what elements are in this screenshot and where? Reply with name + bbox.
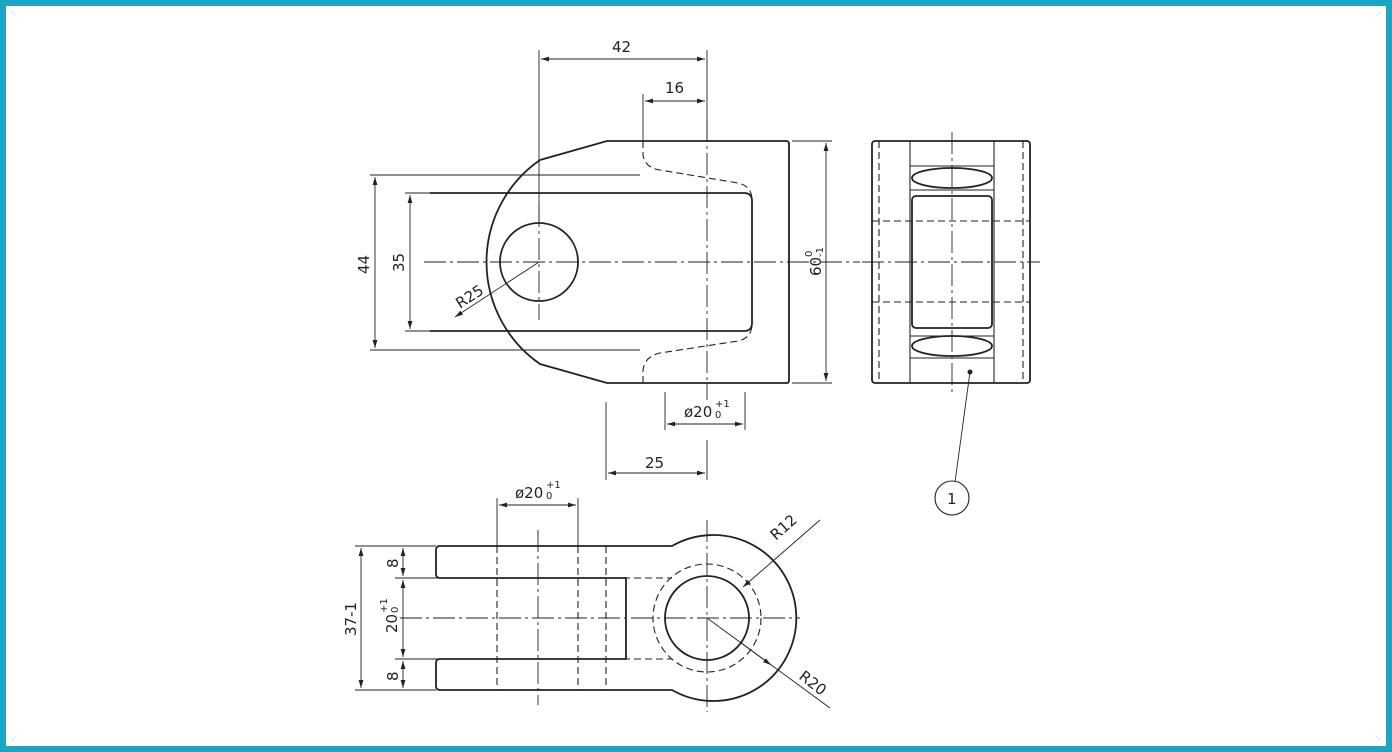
dim-44-label: 44 (355, 255, 373, 274)
dim-16-label: 16 (665, 79, 684, 97)
dim-35-label: 35 (390, 253, 408, 272)
dim-8-bottom-label: 8 (384, 671, 402, 681)
top-outline (435, 534, 798, 702)
dim-25-label: 25 (645, 454, 664, 472)
dim-20-group: 20 +1 0 (379, 598, 401, 633)
balloon-leader (954, 371, 971, 483)
balloon-circle (934, 480, 970, 516)
dim-phi1-tol-lo: 0 (715, 410, 721, 421)
balloon-label: 1 (947, 490, 957, 508)
front-hidden-bottom (642, 323, 753, 383)
dim-r20-label: R20 (796, 667, 830, 699)
dim-42-label: 42 (612, 38, 631, 56)
dim-r25-leader (454, 261, 540, 318)
side-view: 1 (862, 132, 1040, 516)
front-outline (485, 140, 790, 384)
dim-phi1-tol-up: +1 (715, 399, 730, 410)
dim-r12-label: R12 (767, 511, 801, 544)
dim-60-tol-lo: -1 (815, 247, 826, 257)
dim-8-top-label: 8 (384, 558, 402, 568)
dim-phi2-label: ø20 (515, 484, 543, 502)
front-hidden-top (642, 141, 753, 201)
dim-phi2-tol-lo: 0 (546, 491, 552, 502)
dim-r12-leader (742, 519, 821, 588)
dim-20-tol-up: +1 (379, 598, 390, 613)
dim-37-label: 37-1 (342, 602, 360, 636)
dim-phi1-label: ø20 (684, 403, 712, 421)
dim-60-tol-up: 0 (804, 251, 815, 257)
dim-60-group: 60 0 -1 (804, 247, 826, 276)
front-slot-top (430, 192, 753, 332)
dim-phi2-tol-up: +1 (546, 480, 561, 491)
dim-20-tol-lo: 0 (390, 607, 401, 613)
front-view: 42 16 44 35 R25 60 0 -1 ø20 +1 0 (355, 38, 860, 480)
dim-60-label: 60 (807, 257, 825, 276)
dim-20-label: 20 (383, 614, 401, 633)
top-view: ø20 +1 0 8 8 20 +1 0 37-1 R12 R20 (342, 480, 831, 712)
dim-r20-arrow (739, 641, 772, 666)
